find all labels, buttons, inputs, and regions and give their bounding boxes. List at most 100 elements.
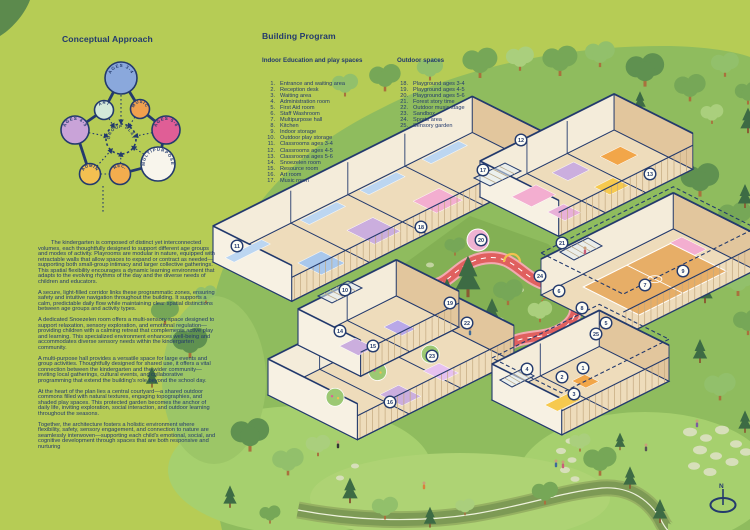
concept-bubble-diagram: AGES 3-4 ART MUSIC AGES 4-5 AGES 5-6 GRO… <box>60 61 181 214</box>
svg-text:23: 23 <box>429 354 435 360</box>
building-north-wings <box>211 93 695 303</box>
narrative-paragraph: The kindergarten is composed of distinct… <box>38 240 215 285</box>
program-item: 5.First Aid room <box>270 105 315 112</box>
node-ages-4-5 <box>60 115 90 145</box>
plan-marker-22: 22 <box>460 316 474 330</box>
narrative-paragraph: A multi-purpose hall provides a versatil… <box>38 355 211 384</box>
program-item: 7.Multipurpose hall <box>270 117 323 124</box>
svg-text:ADMIN: ADMIN <box>80 163 100 172</box>
program-item: 25.Sensory garden <box>400 123 453 130</box>
program-item: 3.Waiting area <box>270 93 312 100</box>
program-item: 10.Outdoor play storage <box>267 135 333 142</box>
program-item: 11.Classrooms ages 3-4 <box>267 141 333 148</box>
svg-text:19: 19 <box>447 301 453 307</box>
node-art <box>93 99 115 121</box>
svg-text:11: 11 <box>234 244 240 250</box>
plan-marker-10: 10 <box>338 283 352 297</box>
plan-marker-20: 20 <box>474 233 488 247</box>
plan-marker-5: 5 <box>599 316 613 330</box>
svg-text:8: 8 <box>581 306 584 312</box>
program-item: 12.Classrooms ages 4-5 <box>267 147 333 154</box>
program-item: 2.Reception desk <box>270 87 319 94</box>
north-label: N <box>719 483 724 490</box>
plan-marker-16: 16 <box>383 395 397 409</box>
plan-marker-4: 4 <box>520 362 534 376</box>
program-item: 15.Resource room <box>267 165 319 172</box>
plan-marker-9: 9 <box>676 264 690 278</box>
svg-text:10: 10 <box>342 288 348 294</box>
plan-marker-6: 6 <box>552 284 566 298</box>
plan-marker-21: 21 <box>555 236 569 250</box>
program-item: 16.Art room <box>267 171 302 178</box>
outdoor-heading: Outdoor spaces <box>397 57 445 64</box>
program-item: 23.Sandbox <box>400 111 436 118</box>
plan-marker-11: 11 <box>230 239 244 253</box>
node-multipurpose <box>140 146 176 182</box>
svg-text:7: 7 <box>644 283 647 289</box>
program-item: 20.Playground ages 5-6 <box>400 93 465 100</box>
north-arrow: N <box>709 483 737 513</box>
svg-text:5: 5 <box>605 321 608 327</box>
program-item: 13.Classrooms ages 5-6 <box>267 153 333 160</box>
svg-text:GROUP PLAY: GROUP PLAY <box>106 124 136 140</box>
svg-text:MUSIC: MUSIC <box>130 99 149 108</box>
svg-text:13: 13 <box>647 172 653 178</box>
label-rec: REC. <box>112 163 127 170</box>
node-group-play <box>105 123 137 155</box>
narrative-paragraph: A dedicated Snoezelen room offers a mult… <box>38 317 215 351</box>
plan-marker-8: 8 <box>575 301 589 315</box>
node-rec <box>108 162 132 186</box>
node-ages-3-4 <box>104 61 138 95</box>
narrative-paragraph: Together, the architecture fosters a hol… <box>38 421 216 450</box>
plan-marker-12: 12 <box>514 133 528 147</box>
svg-text:6: 6 <box>558 289 561 295</box>
svg-text:14: 14 <box>337 329 343 335</box>
svg-text:20: 20 <box>478 238 484 244</box>
svg-text:2: 2 <box>561 375 564 381</box>
svg-text:REC.: REC. <box>112 163 128 170</box>
building-program-title: Building Program <box>262 31 336 41</box>
program-item: 14.Snoezelen room <box>267 159 321 166</box>
node-ages-5-6 <box>151 115 181 145</box>
plan-marker-18: 18 <box>414 220 428 234</box>
program-item: 8.Kitchen <box>270 123 299 130</box>
program-item: 22.Outdoor music stage <box>400 105 465 112</box>
program-item: 6.Staff Washroom <box>270 111 320 118</box>
label-art: ART <box>97 100 110 107</box>
program-item: 21.Forest story time <box>400 99 455 106</box>
program-item: 18.Playground ages 3-4 <box>400 81 465 87</box>
svg-text:24: 24 <box>537 274 543 280</box>
plan-marker-3: 3 <box>567 387 581 401</box>
indoor-heading: Indoor Education and play spaces <box>262 57 363 64</box>
plan-marker-2: 2 <box>555 370 569 384</box>
corner-foliage <box>0 0 30 36</box>
plan-marker-17: 17 <box>476 163 490 177</box>
node-admin <box>78 162 102 186</box>
svg-text:18: 18 <box>418 225 424 231</box>
program-item: 24.Sports area <box>400 117 442 124</box>
svg-text:22: 22 <box>464 321 470 327</box>
label-group-play: GROUP PLAY <box>106 124 135 140</box>
narrative-paragraph: At the heart of the plan lies a central … <box>38 388 210 417</box>
program-item: 1.Entrance and waiting area <box>270 81 345 87</box>
plan-marker-25: 25 <box>589 327 603 341</box>
svg-text:3: 3 <box>573 392 576 398</box>
svg-text:4: 4 <box>526 367 529 373</box>
concept-links <box>78 90 164 173</box>
design-narrative: The kindergarten is composed of distinct… <box>38 240 216 456</box>
plan-marker-19: 19 <box>443 296 457 310</box>
concept-title: Conceptual Approach <box>62 34 153 44</box>
program-item: 19.Playground ages 4-5 <box>400 87 465 94</box>
plan-marker-15: 15 <box>366 339 380 353</box>
svg-text:25: 25 <box>593 332 599 338</box>
svg-text:1: 1 <box>582 366 585 372</box>
svg-text:21: 21 <box>559 241 565 247</box>
program-item: 9.Indoor storage <box>270 129 317 136</box>
foreground-trees <box>223 310 750 528</box>
svg-text:15: 15 <box>370 344 376 350</box>
plan-marker-24: 24 <box>533 269 547 283</box>
narrative-paragraph: A secure, light-filled corridor links th… <box>38 289 215 312</box>
